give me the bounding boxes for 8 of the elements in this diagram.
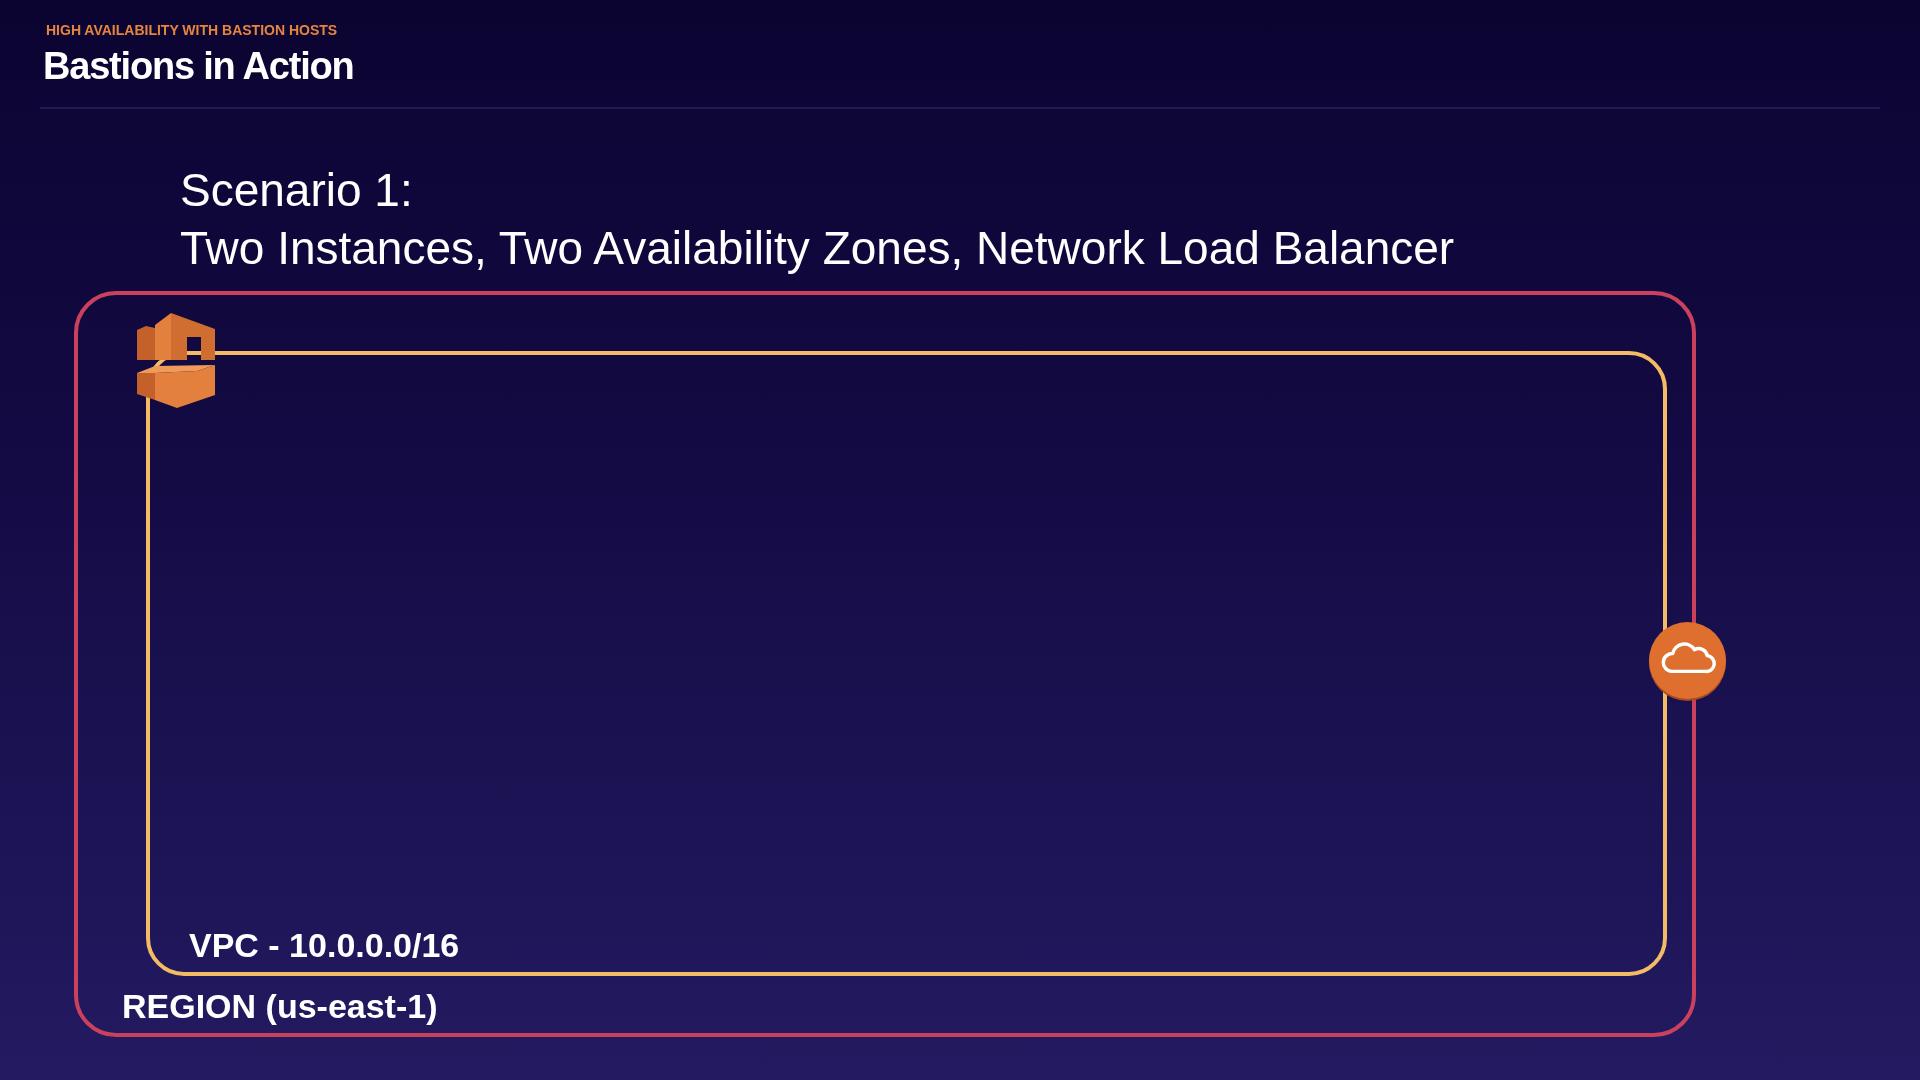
scenario-heading: Two Instances, Two Availability Zones, Network Load Balancer (180, 221, 1455, 276)
region-boundary (74, 291, 1696, 1037)
vpc-boundary (146, 351, 1667, 976)
region-label: REGION (us-east-1) (122, 986, 438, 1027)
section-kicker: HIGH AVAILABILITY WITH BASTION HOSTS (46, 22, 338, 39)
scenario-heading: Scenario 1: (180, 163, 413, 218)
slide-title: Bastions in Action (43, 46, 354, 88)
vpc-label: VPC - 10.0.0.0/16 (189, 925, 460, 966)
